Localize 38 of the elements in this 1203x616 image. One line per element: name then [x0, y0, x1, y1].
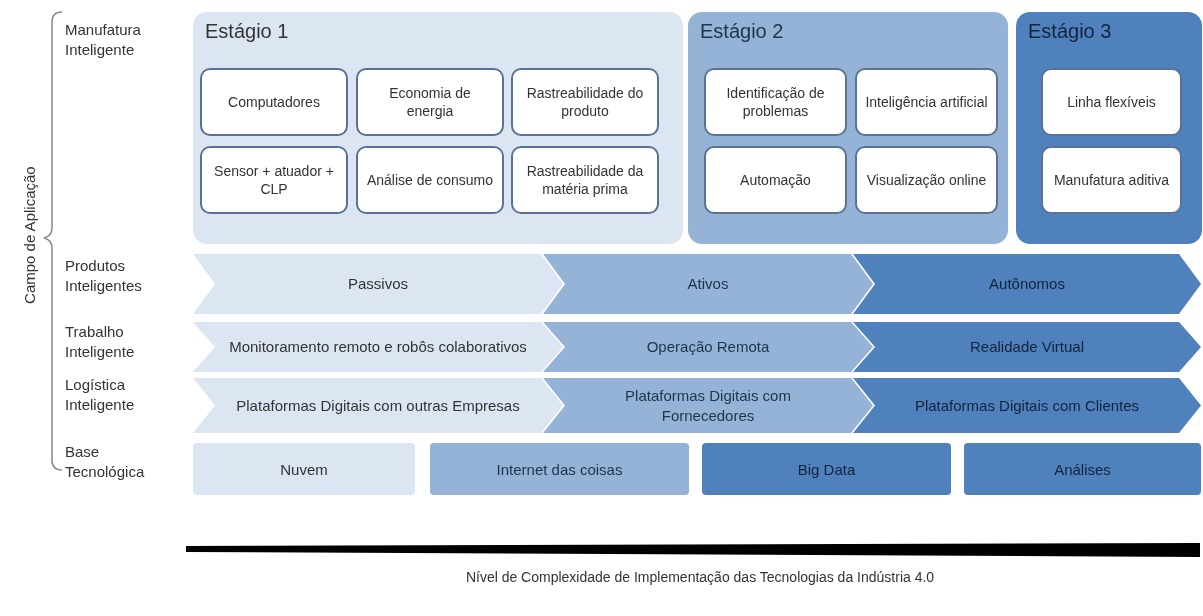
panel-heading: Estágio 2	[700, 20, 784, 43]
rounded-box: Linha flexíveis	[1041, 68, 1182, 136]
chevron-band: Ativos	[543, 254, 873, 314]
stage-panel	[1016, 12, 1202, 244]
rounded-band: Análises	[964, 443, 1201, 495]
rounded-box: Sensor + atuador + CLP	[200, 146, 348, 214]
panel-heading: Estágio 3	[1028, 20, 1112, 43]
row-label: Base Tecnológica	[65, 442, 146, 483]
chevron-band: Passivos	[193, 254, 563, 314]
row-label: Logística Inteligente	[65, 375, 136, 416]
chevron-band: Monitoramento remoto e robôs colaborativos	[193, 322, 563, 372]
axis-label: Nível de Complexidade de Implementação das Tecnologias da Indústria 4.0	[464, 568, 936, 587]
chevron-band: Plataformas Digitais com Clientes	[853, 378, 1201, 433]
panel-heading: Estágio 1	[205, 20, 289, 43]
rounded-box: Economia de energia	[356, 68, 504, 136]
row-label: Manufatura Inteligente	[65, 20, 142, 61]
rounded-box: Automação	[704, 146, 847, 214]
rounded-box: Inteligência artificial	[855, 68, 998, 136]
rounded-box: Manufatura aditiva	[1041, 146, 1182, 214]
rounded-box: Rastreabilidade do produto	[511, 68, 659, 136]
chevron-band: Autônomos	[853, 254, 1201, 314]
rounded-box: Análise de consumo	[356, 146, 504, 214]
rounded-box: Rastreabilidade da matéria prima	[511, 146, 659, 214]
chevron-band: Plataformas Digitais com Fornecedores	[543, 378, 873, 433]
stage-panel	[193, 12, 683, 244]
rounded-band: Nuvem	[193, 443, 415, 495]
stage-panel	[688, 12, 1008, 244]
rounded-box: Visualização online	[855, 146, 998, 214]
chevron-band: Plataformas Digitais com outras Empresas	[193, 378, 563, 433]
row-label: Trabalho Inteligente	[65, 322, 136, 363]
rounded-band: Big Data	[702, 443, 951, 495]
rounded-box: Computadores	[200, 68, 348, 136]
rounded-box: Identificação de problemas	[704, 68, 847, 136]
chevron-band: Operação Remota	[543, 322, 873, 372]
chevron-band: Realidade Virtual	[853, 322, 1201, 372]
rounded-band: Internet das coisas	[430, 443, 689, 495]
row-label: Produtos Inteligentes	[65, 256, 143, 297]
axis-title: Campo de Aplicação	[19, 165, 39, 306]
